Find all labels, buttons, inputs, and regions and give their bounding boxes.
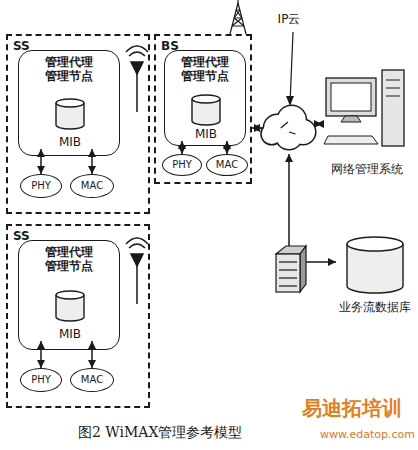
connector-arrow [40, 341, 42, 368]
antenna-icon [126, 46, 148, 112]
node-text: MIB [59, 135, 81, 149]
connector-arrow [181, 141, 183, 154]
layer-ellipse: PHY [20, 174, 62, 198]
management-computer-outline [322, 66, 412, 176]
node-text: IP云 [278, 12, 301, 26]
management-computer: 网络管理系统 [322, 66, 412, 176]
node-text: MAC [216, 159, 238, 171]
node-text: MAC [81, 180, 103, 192]
tower-icon [230, 0, 246, 34]
node-text: BS [161, 39, 179, 53]
agent-heading: 管理代理 [181, 55, 229, 69]
mib-cylinder: MIB [171, 95, 241, 141]
node-text: MIB [195, 127, 217, 141]
database-cylinder: 业务流数据库 [336, 240, 414, 314]
agent-heading: 管理代理 [45, 245, 93, 259]
layer-ellipse: MAC [70, 174, 114, 198]
node-text: MAC [81, 374, 103, 386]
node-text: MIB [59, 327, 81, 341]
node-text: 业务流数据库 [339, 300, 411, 314]
agent-box: 管理代理管理节点 MIB [18, 240, 120, 350]
layer-ellipse: MAC [70, 368, 114, 392]
connector-arrow [91, 341, 93, 368]
station-box: SS 管理代理管理节点 MIB PHY MAC [6, 224, 150, 408]
node-text: PHY [31, 374, 51, 386]
connector-arrow [40, 149, 42, 174]
station-box: BS管理代理管理节点 MIB PHY MAC [154, 34, 252, 184]
figure-caption: 图2 WiMAX管理参考模型 [78, 424, 242, 441]
watermark: 易迪拓培训 [302, 396, 402, 420]
connector-arrow [252, 127, 262, 129]
ip-cloud-outline [262, 12, 316, 154]
node-text: 网络管理系统 [331, 162, 403, 176]
mib-cylinder: MIB [27, 291, 113, 341]
ip-cloud: IP云 [262, 12, 316, 154]
layer-ellipse: PHY [20, 368, 62, 392]
node-text: PHY [31, 180, 51, 192]
station-box: SS 管理代理管理节点 MIB PHY MAC [6, 34, 150, 214]
layer-ellipse: MAC [206, 154, 248, 176]
agent-heading: 管理代理 [45, 55, 93, 69]
node-text: SS [13, 39, 30, 53]
connector-arrow [226, 141, 228, 154]
mib-cylinder: MIB [27, 99, 113, 149]
connector-arrow [91, 149, 93, 174]
layer-ellipse: PHY [162, 154, 202, 176]
node-text: SS [13, 229, 30, 243]
connector-arrow [316, 123, 322, 125]
node-text: 管理节点 [45, 259, 93, 273]
watermark: www.edatop.com [320, 428, 415, 441]
router-icon [276, 246, 306, 292]
node-text: 管理节点 [45, 69, 93, 83]
agent-box: 管理代理管理节点 MIB [164, 50, 246, 146]
agent-box: 管理代理管理节点 MIB [18, 50, 120, 156]
node-text: PHY [172, 159, 192, 171]
node-text: 管理节点 [181, 69, 229, 83]
antenna-icon [126, 238, 148, 304]
